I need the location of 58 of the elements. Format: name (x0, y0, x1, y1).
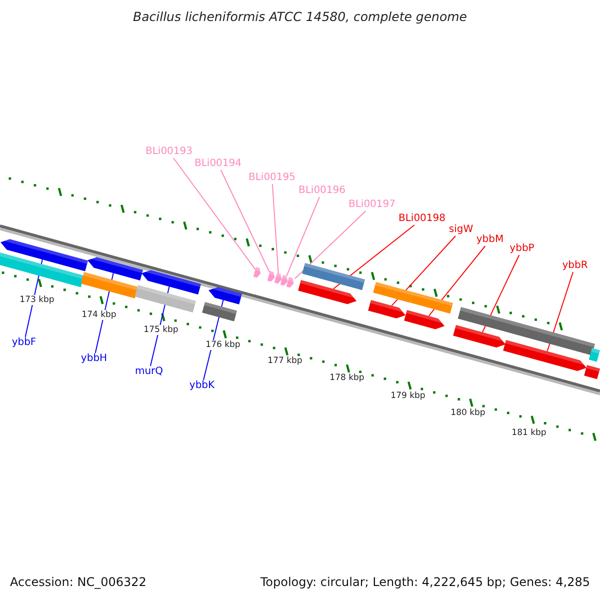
scale-label: 181 kbp (510, 428, 548, 438)
gene-label: BLi00193 (145, 146, 193, 158)
gene-feature (368, 300, 406, 318)
gene-label: ybbM (476, 234, 504, 246)
gene-label: murQ (134, 366, 164, 378)
gene-label: BLi00197 (348, 199, 396, 211)
leader-line (294, 210, 366, 280)
scale-label: 179 kbp (390, 391, 426, 401)
gene-label: BLi00195 (248, 172, 296, 184)
leader-line (272, 184, 279, 274)
gene-bar (80, 272, 138, 298)
gene-feature (453, 325, 506, 348)
gene-feature (286, 277, 294, 288)
leader-line (286, 196, 320, 276)
gene-feature (584, 365, 600, 380)
gene-feature (0, 239, 88, 272)
gene-feature (208, 287, 242, 304)
scale-label: 174 kbp (80, 310, 118, 320)
gene-bar (410, 292, 453, 314)
gene-label: ybbF (12, 337, 36, 349)
leader-line (332, 224, 415, 290)
gene-feature (280, 275, 288, 286)
gene-bar (302, 263, 365, 290)
scale-label: 173 kbp (18, 295, 56, 305)
gene-feature (253, 267, 262, 278)
gene-feature (404, 310, 446, 330)
gene-feature (503, 340, 588, 372)
gene-feature (88, 257, 143, 280)
gene-feature (142, 270, 201, 295)
scale-label: 177 kbp (266, 356, 304, 366)
leader-line (172, 158, 256, 270)
gene-feature (267, 271, 276, 282)
gene-label: BLi00194 (194, 158, 242, 170)
gene-label: ybbK (189, 380, 215, 392)
gene-bar (134, 285, 196, 313)
scale-label: 178 kbp (328, 373, 366, 383)
gene-bar (0, 252, 84, 288)
gene-bar (588, 348, 600, 362)
gene-feature (274, 273, 282, 284)
gene-label: ybbP (510, 243, 534, 255)
gene-label: BLi00198 (398, 213, 446, 225)
gene-bar (373, 282, 413, 303)
leader-line (391, 236, 456, 306)
footer-text: Accession: NC_006322 (10, 575, 146, 589)
footer-text: Topology: circular; Length: 4,222,645 bp; Genes: 4,285 (260, 575, 590, 589)
leader-line (220, 170, 270, 273)
gene-bar (458, 307, 595, 356)
title: Bacillus licheniformis ATCC 14580, complete genome (132, 9, 468, 24)
gene-label: sigW (448, 224, 474, 236)
gene-label: BLi00196 (298, 185, 346, 197)
scale-label: 175 kbp (142, 325, 180, 335)
scale-label: 180 kbp (450, 408, 486, 418)
gene-bar (202, 302, 237, 322)
leader-line (428, 246, 486, 316)
gene-label: ybbH (80, 353, 108, 365)
scale-label: 176 kbp (204, 340, 242, 350)
gene-label: ybbR (562, 260, 588, 272)
gene-feature (298, 280, 358, 304)
